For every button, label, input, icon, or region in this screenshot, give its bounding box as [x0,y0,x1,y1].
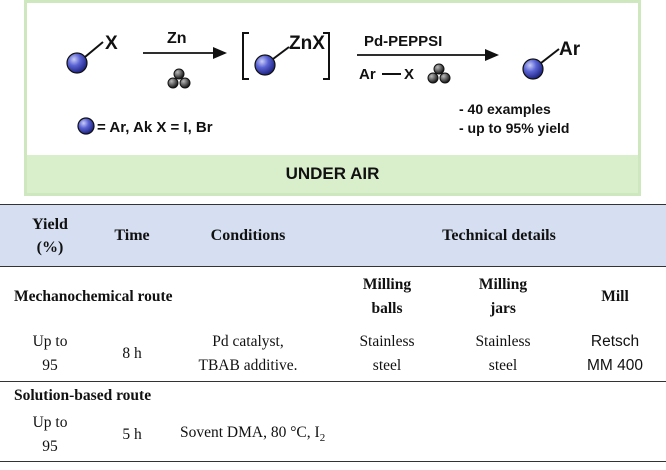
scheme-canvas: X Zn ZnX [27,3,638,155]
bracket-icon [323,32,330,80]
reactant-bond [84,41,104,58]
sol-route-title: Solution-based route [14,386,152,404]
banner-label: UNDER AIR [285,164,380,183]
sol-time: 5 h [122,426,142,444]
header-conditions: Conditions [210,227,286,244]
milling-balls-icon [427,63,451,84]
step2-reagent: Pd-PEPPSI [364,33,442,50]
under-air-banner: UNDER AIR [27,155,638,193]
subheader-mill: Mill [601,288,629,305]
arrow-head-icon [213,47,227,59]
step2-coreagent-x: X [404,66,414,83]
legend: = Ar, Ak X = I, Br [77,117,213,136]
ball-sphere-icon [254,54,276,76]
arrow-head-icon [485,49,499,61]
product-bond [540,48,560,64]
ball-sphere-icon [522,58,544,80]
sol-section-row: Solution-based route [0,381,666,410]
milling-balls-icon [167,68,191,89]
comparison-table: Yield(%) Time Conditions Technical detai… [0,204,666,462]
mech-conditions: Pd catalyst,TBAB additive. [198,332,298,374]
step1-reagent: Zn [167,30,187,47]
reactant: X [66,33,118,74]
note-yield: - up to 95% yield [459,120,569,136]
bracket-icon [242,32,249,80]
ball-sphere-icon [66,52,88,74]
step2-coreagent-ar: Ar [359,66,376,83]
reactant-x-label: X [105,33,118,54]
notes: - 40 examples - up to 95% yield [459,101,569,136]
mech-time: 8 h [122,344,142,362]
reaction-scheme: X Zn ZnX [24,0,641,196]
intermediate-label: ZnX [289,33,325,54]
ball-sphere-icon [77,117,95,135]
mech-route-title: Mechanochemical route [14,288,173,305]
header-yield: Yield(%) [32,215,68,256]
product: Ar [522,39,581,80]
sol-conditions: Sovent DMA, 80 °C, I2 [180,423,326,444]
product-label: Ar [559,39,581,60]
step1-arrow: Zn [143,30,227,89]
intermediate: ZnX [242,32,330,80]
header-technical-details: Technical details [442,227,556,244]
note-examples: - 40 examples [459,101,551,117]
step2-arrow: Pd-PEPPSI Ar X [357,33,499,84]
intermediate-bond [272,46,290,60]
header-time: Time [114,227,150,244]
table-header-row: Yield(%) Time Conditions Technical detai… [0,204,666,267]
scheme-svg: X Zn ZnX [66,30,581,136]
legend-definition: = Ar, Ak X = I, Br [97,119,213,136]
